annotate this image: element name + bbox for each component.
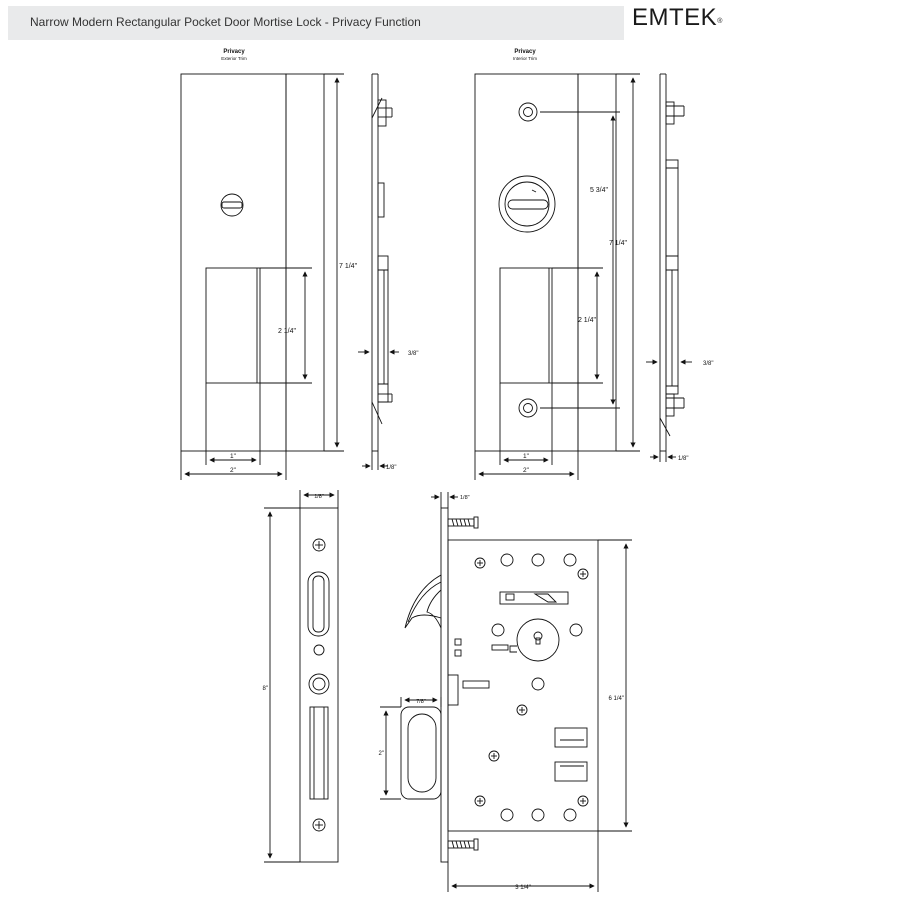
lock-height-dim: 6 1/4" (609, 696, 624, 702)
interior-label: Privacy (514, 49, 536, 55)
case-screw-icon (474, 557, 486, 569)
case-screw-icon (516, 704, 528, 716)
emergency-release-icon (220, 193, 244, 217)
interior-side-thickness-dim: 1/8" (678, 456, 688, 462)
case-hole-icon (500, 808, 514, 822)
exterior-plate (180, 73, 287, 452)
exterior-pull-width-dim: 1" (230, 453, 237, 460)
hook-bolt (404, 574, 442, 629)
mounting-screw-top-icon (447, 516, 479, 529)
screw-hole-top-icon (518, 102, 538, 122)
case-hole-icon (531, 677, 545, 691)
case-hole-icon (531, 553, 545, 567)
screw-hole-bottom-icon (518, 398, 538, 418)
brand-logo: EMTEK® (632, 4, 723, 32)
case-hole-icon (563, 553, 577, 567)
interior-trim-view: Privacy Interior Trim 5 3/4" 7 1/4" (474, 49, 713, 480)
exterior-side-thickness-dim: 1/8" (386, 465, 396, 471)
faceplate (299, 507, 339, 863)
page-title: Narrow Modern Rectangular Pocket Door Mo… (30, 15, 421, 29)
exterior-trim-view: Privacy Exterior Trim 7 1/4" 2 1/4" 1" 2… (180, 49, 418, 480)
lock-faceplate-edge (440, 507, 449, 863)
pull-height-dim: 2" (379, 751, 384, 757)
exterior-height-dim: 7 1/4" (339, 263, 358, 270)
exterior-width-dim: 2" (230, 467, 237, 474)
interior-pull-recess (499, 267, 553, 384)
case-hole-icon (491, 623, 505, 637)
backset-dim: 3 1/4" (515, 885, 530, 891)
lock-case (447, 539, 599, 832)
pull-cup (400, 706, 442, 800)
lock-faceplate-dim: 1/8" (460, 495, 470, 501)
case-screw-icon (488, 750, 500, 762)
exterior-side-depth-dim: 3/8" (408, 351, 418, 357)
registered-mark: ® (717, 18, 723, 25)
interior-sublabel: Interior Trim (513, 56, 537, 61)
faceplate-view: 1/8" 8" (263, 490, 339, 863)
case-hole-icon (563, 808, 577, 822)
faceplate-pull-slot (309, 706, 329, 800)
exterior-pull-recess (205, 267, 261, 384)
case-hole-icon (531, 808, 545, 822)
exterior-side-profile (371, 73, 393, 452)
release-lever (447, 674, 459, 706)
latch-block-top (554, 727, 588, 748)
case-screw-icon (577, 568, 589, 580)
exterior-sublabel: Exterior Trim (221, 56, 247, 61)
interior-plate (474, 73, 579, 452)
interior-width-dim: 2" (523, 467, 530, 474)
interior-plate-edge (577, 73, 617, 452)
faceplate-screw-bottom-icon (312, 818, 326, 832)
faceplate-cylinder-icon (308, 673, 330, 695)
spindle-hub-icon (509, 618, 560, 662)
exterior-plate-edge (285, 73, 325, 452)
lock-body-view: 1/8" (379, 492, 632, 892)
mounting-screw-bottom-icon (447, 838, 479, 851)
brand-name: EMTEK (632, 4, 718, 31)
interior-pull-width-dim: 1" (523, 453, 530, 460)
interior-side-depth-dim: 3/8" (703, 361, 713, 367)
privacy-turn-icon (498, 175, 556, 233)
interior-height-dim: 7 1/4" (609, 240, 628, 247)
latch-block-bottom (554, 761, 588, 782)
faceplate-height-dim: 8" (263, 686, 268, 692)
exterior-pull-dim: 2 1/4" (278, 328, 297, 335)
case-hole-icon (569, 623, 583, 637)
faceplate-hole-icon (313, 644, 325, 656)
pull-offset-dim: 7/8" (416, 699, 426, 705)
case-screw-icon (577, 795, 589, 807)
faceplate-thickness-dim: 1/8" (314, 494, 324, 500)
hook-bolt-slot (307, 571, 330, 637)
header-bar: Narrow Modern Rectangular Pocket Door Mo… (8, 6, 624, 40)
case-hole-icon (500, 553, 514, 567)
interior-side-profile (659, 73, 685, 452)
interior-pull-dim: 2 1/4" (578, 317, 597, 324)
exterior-label: Privacy (223, 49, 245, 55)
interior-holes-dim: 5 3/4" (590, 187, 609, 194)
slide-mechanism (499, 591, 569, 605)
faceplate-screw-top-icon (312, 538, 326, 552)
case-screw-icon (474, 795, 486, 807)
